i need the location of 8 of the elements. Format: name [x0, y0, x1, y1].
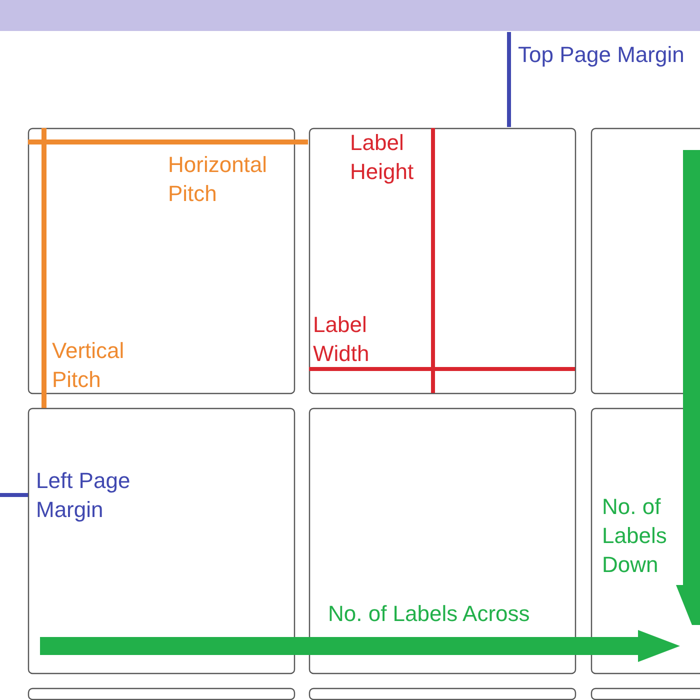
dimension-label: No. of Labels Across [328, 600, 531, 628]
dimension-label: Horizontal Pitch [168, 151, 268, 208]
dimension-label: Label Height [350, 129, 415, 186]
dimension-label: Vertical Pitch [52, 337, 126, 394]
dimension-label: Label Width [313, 311, 370, 368]
dimension-label: Top Page Margin [518, 41, 686, 69]
dimension-label: Left Page Margin [36, 467, 132, 524]
dimension-label: No. of Labels Down [602, 493, 668, 579]
